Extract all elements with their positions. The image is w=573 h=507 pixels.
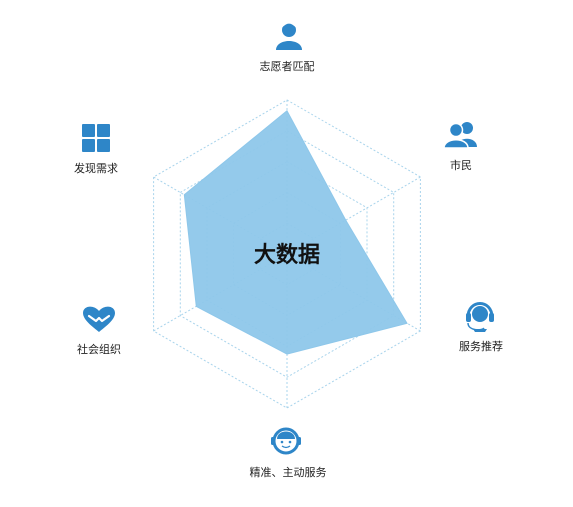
grid-ring-4 <box>179 130 395 378</box>
volunteer-user-icon <box>276 22 302 50</box>
axis-label-2: 市民 <box>450 158 472 172</box>
axis-label-1: 志愿者匹配 <box>260 60 315 73</box>
axis-label-3: 服务推荐 <box>459 339 503 353</box>
citizens-group-icon <box>443 122 477 149</box>
axis-label-6: 发现需求 <box>74 161 118 175</box>
radar-data-area <box>183 110 408 355</box>
center-label: 大数据 <box>254 242 320 268</box>
grid-tiles-icon <box>82 124 110 152</box>
axis-label-5: 社会组织 <box>77 342 121 356</box>
axis-icons <box>82 22 494 455</box>
smiling-agent-icon <box>271 427 301 455</box>
radar-area-group <box>183 110 408 355</box>
axis-label-4: 精准、主动服务 <box>250 466 327 479</box>
heart-hands-icon <box>83 306 115 332</box>
headset-service-icon <box>466 302 494 332</box>
